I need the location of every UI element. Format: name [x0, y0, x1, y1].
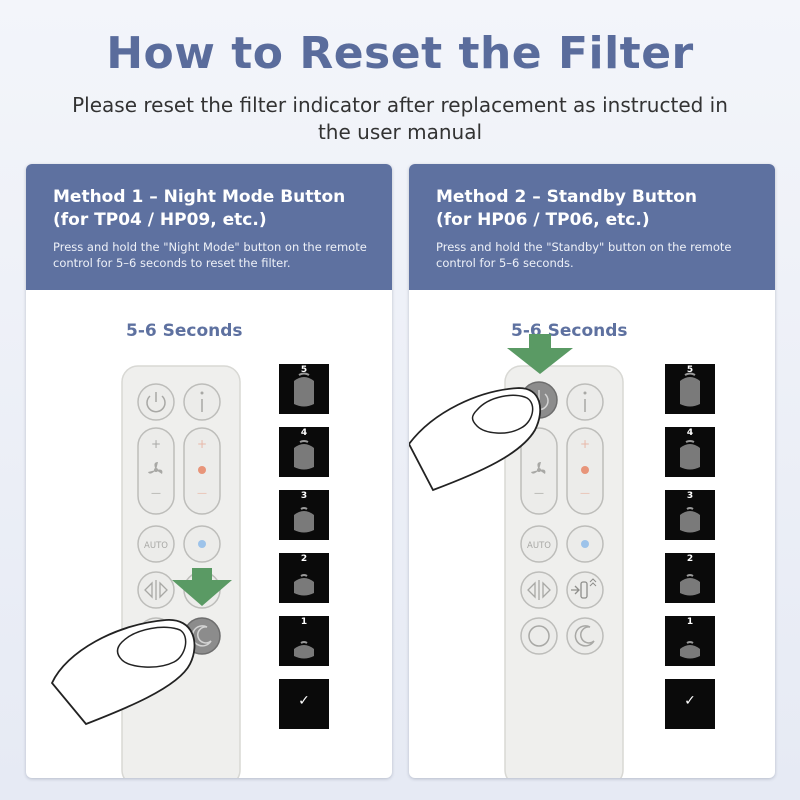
cool-button — [566, 525, 604, 563]
info-icon — [566, 383, 604, 421]
airflow-direction-icon — [566, 571, 604, 609]
fan-speed-control: — — [520, 427, 558, 515]
countdown-done: ✓ — [279, 679, 329, 729]
method-2-remote-illustration: — + — AUTO — [409, 334, 624, 778]
method-2-countdown: 5 4 3 2 1 ✓ — [665, 364, 717, 742]
countdown-number: 1 — [300, 617, 308, 627]
method-1-models: (for TP04 / HP09, etc.) — [53, 210, 267, 230]
fan-icon — [531, 462, 546, 474]
oscillation-icon — [520, 571, 558, 609]
method-2-description: Press and hold the "Standby" button on t… — [436, 240, 732, 270]
countdown-number: 2 — [300, 554, 308, 564]
countdown-step: 1 — [665, 616, 715, 666]
auto-button: AUTO — [137, 525, 175, 563]
info-icon — [183, 383, 221, 421]
fan-minus: — — [151, 488, 161, 499]
method-2-name: Method 2 – Standby Button — [436, 187, 697, 207]
page-subtitle: Please reset the filter indicator after … — [72, 93, 728, 144]
countdown-step: 1 — [279, 616, 329, 666]
countdown-step: 4 — [665, 427, 715, 477]
method-2-header: Method 2 – Standby Button (for HP06 / TP… — [409, 164, 775, 290]
heat-plus: + — [197, 437, 207, 451]
method-2-models: (for HP06 / TP06, etc.) — [436, 210, 650, 230]
countdown-number: 3 — [300, 491, 308, 501]
timer-icon — [520, 617, 558, 655]
method-2-panel: Method 2 – Standby Button (for HP06 / TP… — [409, 164, 775, 778]
countdown-step: 5 — [665, 364, 715, 414]
method-2-body: 5-6 Seconds — — [409, 290, 775, 778]
remote-body — [121, 365, 241, 778]
auto-label: AUTO — [144, 541, 168, 551]
method-1-countdown: 5 4 3 2 1 ✓ — [279, 364, 331, 742]
countdown-step: 2 — [665, 553, 715, 603]
method-1-remote-illustration: + — + — AUTO — [50, 365, 241, 778]
check-icon: ✓ — [684, 693, 696, 709]
method-1-body: 5-6 Seconds + — [26, 290, 392, 778]
countdown-step: 2 — [279, 553, 329, 603]
countdown-step: 3 — [665, 490, 715, 540]
heat-plus: + — [580, 437, 590, 451]
cool-dot-icon — [198, 540, 206, 548]
countdown-number: 4 — [686, 428, 694, 438]
countdown-number: 5 — [300, 365, 308, 375]
countdown-number: 4 — [300, 428, 308, 438]
fan-speed-control: + — — [137, 427, 175, 515]
auto-button: AUTO — [520, 525, 558, 563]
cool-button — [183, 525, 221, 563]
heat-control: + — — [566, 427, 604, 515]
method-1-hold-time: 5-6 Seconds — [126, 321, 243, 341]
press-arrow-icon — [172, 568, 232, 606]
heat-minus: — — [197, 488, 207, 499]
finger-icon — [409, 387, 542, 492]
method-1-description: Press and hold the "Night Mode" button o… — [53, 240, 367, 270]
countdown-number: 3 — [686, 491, 694, 501]
check-icon: ✓ — [298, 693, 310, 709]
fan-icon — [148, 462, 163, 474]
moon-icon — [566, 617, 604, 655]
countdown-number: 5 — [686, 365, 694, 375]
method-2-title: Method 2 – Standby Button (for HP06 / TP… — [436, 186, 756, 232]
countdown-number: 2 — [686, 554, 694, 564]
countdown-step: 5 — [279, 364, 329, 414]
power-icon — [137, 383, 175, 421]
countdown-step: 3 — [279, 490, 329, 540]
page-title: How to Reset the Filter — [106, 28, 694, 79]
heat-control: + — — [183, 427, 221, 515]
countdown-number: 1 — [686, 617, 694, 627]
heat-minus: — — [580, 488, 590, 499]
method-1-panel: Method 1 – Night Mode Button (for TP04 /… — [26, 164, 392, 778]
oscillation-icon — [137, 571, 175, 609]
method-1-name: Method 1 – Night Mode Button — [53, 187, 346, 207]
fan-minus: — — [534, 488, 544, 499]
cool-dot-icon — [581, 540, 589, 548]
fan-plus: + — [151, 437, 161, 451]
countdown-done: ✓ — [665, 679, 715, 729]
method-1-title: Method 1 – Night Mode Button (for TP04 /… — [53, 186, 373, 232]
press-arrow-icon — [507, 334, 573, 374]
heat-dot-icon — [581, 466, 589, 474]
finger-icon — [50, 619, 196, 726]
heat-dot-icon — [198, 466, 206, 474]
auto-label: AUTO — [527, 541, 551, 551]
countdown-step: 4 — [279, 427, 329, 477]
method-1-header: Method 1 – Night Mode Button (for TP04 /… — [26, 164, 392, 290]
